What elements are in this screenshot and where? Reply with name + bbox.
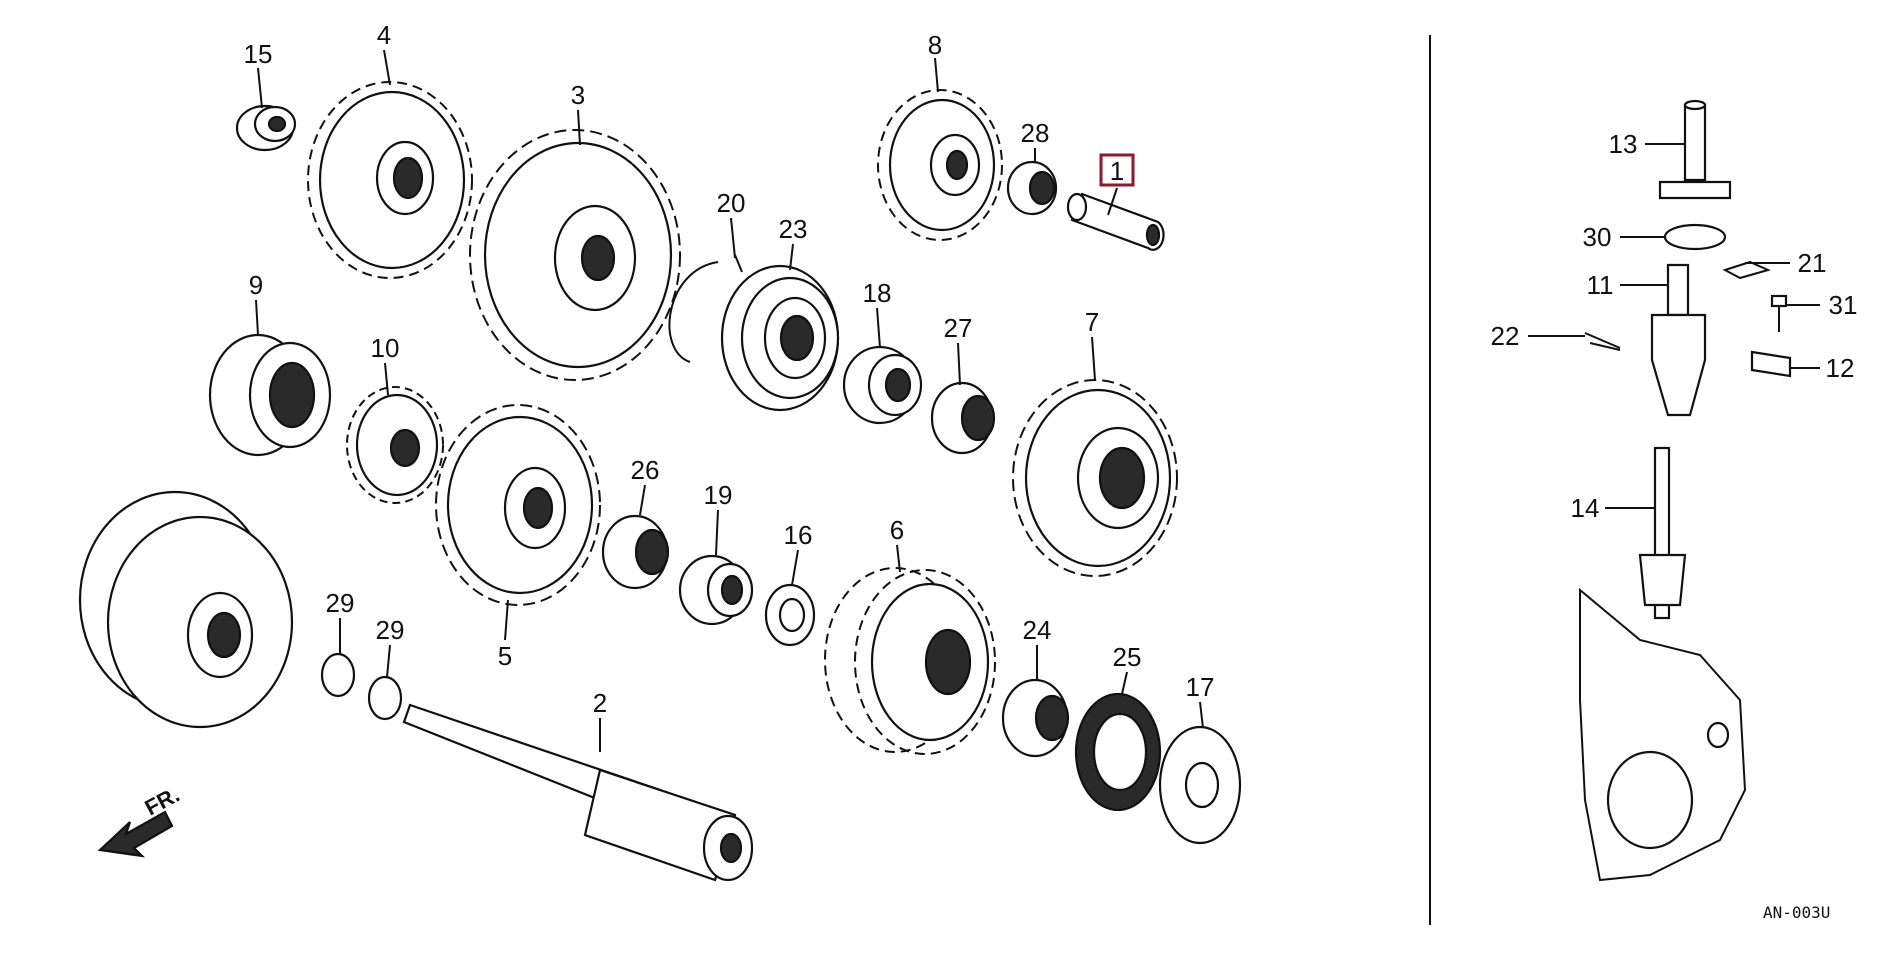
part-drum [78, 490, 294, 729]
callout-17[interactable]: 17 [1186, 672, 1215, 702]
front-direction-label: FR. [141, 782, 184, 821]
callout-11[interactable]: 11 [1587, 270, 1614, 300]
part-22-pin [1584, 332, 1621, 351]
callout-30[interactable]: 30 [1583, 222, 1612, 252]
part-30-o-ring [1663, 223, 1727, 251]
part-28-needle-bearing [1006, 160, 1058, 216]
callout-12[interactable]: 12 [1826, 353, 1855, 383]
callout-27[interactable]: 27 [944, 313, 973, 343]
callout-3[interactable]: 3 [571, 80, 585, 110]
drawing-code: AN-003U [1763, 903, 1830, 922]
part-13-holder [1658, 99, 1732, 200]
part-11-gear-shaft [1650, 263, 1707, 417]
callout-2[interactable]: 2 [593, 688, 607, 718]
front-direction-arrow [97, 810, 174, 858]
callout-23[interactable]: 23 [779, 214, 808, 244]
callout-10[interactable]: 10 [371, 333, 400, 363]
callout-31[interactable]: 31 [1829, 290, 1858, 320]
leader-lines [255, 49, 1820, 752]
part-29-rings [320, 652, 403, 721]
callout-29-left[interactable]: 29 [326, 588, 355, 618]
part-17-washer [1158, 725, 1242, 845]
callout-26[interactable]: 26 [631, 455, 660, 485]
part-1-pin [1066, 192, 1165, 251]
callout-22[interactable]: 22 [1491, 321, 1520, 351]
callout-4[interactable]: 4 [377, 20, 391, 50]
housing-outline [1579, 587, 1747, 882]
callout-20[interactable]: 20 [717, 188, 746, 218]
part-10-gear [346, 386, 444, 504]
callout-8[interactable]: 8 [928, 30, 942, 60]
callout-21[interactable]: 21 [1798, 248, 1827, 278]
part-8-gear [877, 89, 1003, 241]
callout-16[interactable]: 16 [784, 520, 813, 550]
callout-18[interactable]: 18 [863, 278, 892, 308]
callout-25[interactable]: 25 [1113, 642, 1142, 672]
part-6-gear [824, 567, 996, 755]
callout-13[interactable]: 13 [1609, 129, 1638, 159]
callout-5[interactable]: 5 [498, 641, 512, 671]
callout-14[interactable]: 14 [1571, 493, 1600, 523]
callout-19[interactable]: 19 [704, 480, 733, 510]
part-18-collar [842, 345, 923, 425]
callout-29-right[interactable]: 29 [376, 615, 405, 645]
callout-7[interactable]: 7 [1085, 307, 1099, 337]
part-5-gear [435, 404, 601, 606]
part-20-snap-ring [668, 254, 743, 363]
part-21-clip [1722, 260, 1771, 280]
callout-28[interactable]: 28 [1021, 118, 1050, 148]
part-24-needle-bearing [1001, 678, 1070, 758]
part-16-washer [764, 583, 816, 647]
part-25-seal [1074, 692, 1162, 812]
part-31-bolt [1770, 294, 1788, 332]
part-4-gear [307, 81, 473, 279]
part-9-sleeve [208, 333, 332, 457]
part-3-gear [469, 129, 681, 381]
callout-1-highlight-box [1099, 153, 1135, 187]
part-19-bushing [678, 554, 754, 626]
part-2-shaft [402, 703, 754, 882]
callout-15[interactable]: 15 [244, 39, 273, 69]
part-27-needle-bearing [930, 381, 996, 455]
part-14-driven-shaft [1638, 446, 1687, 620]
part-12-plate [1750, 350, 1792, 378]
callout-24[interactable]: 24 [1023, 615, 1052, 645]
callout-1[interactable]: 1 [1110, 156, 1124, 186]
part-26-needle-bearing [601, 514, 670, 590]
callout-9[interactable]: 9 [249, 270, 263, 300]
part-15-nut [235, 104, 297, 152]
callout-6[interactable]: 6 [890, 515, 904, 545]
callouts: 1 2 3 4 5 6 7 8 9 10 11 12 13 14 15 16 1… [141, 20, 1858, 922]
part-7-gear [1012, 379, 1178, 577]
part-23-ball-bearing [720, 264, 840, 412]
